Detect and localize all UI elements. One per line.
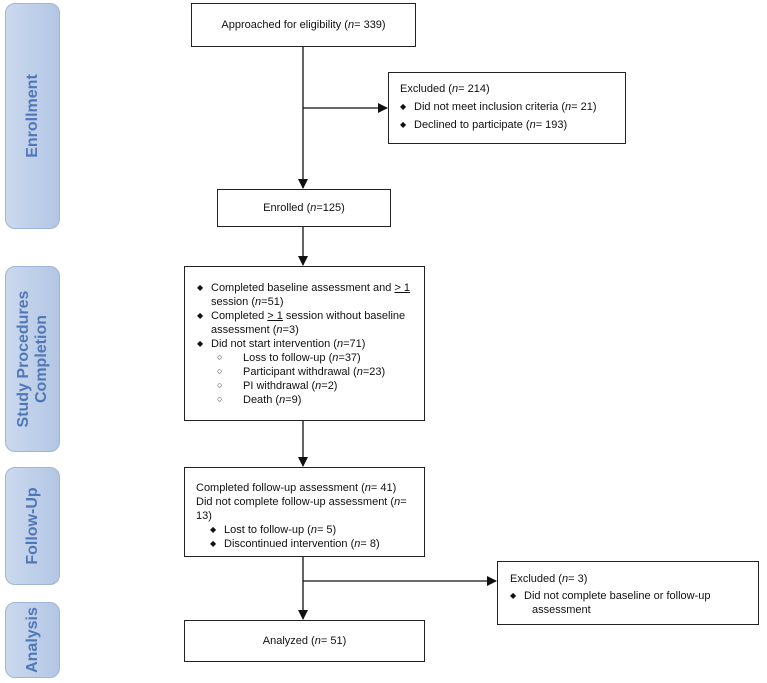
excluded-analysis-item: Did not complete baseline or follow-up xyxy=(510,589,758,603)
approached-box: Approached for eligibility (n= 339) xyxy=(191,3,416,47)
excluded-analysis-item-cont: assessment xyxy=(532,604,591,616)
enrolled-box: Enrolled (n=125) xyxy=(217,189,391,227)
approached-text: Approached for eligibility (n= 339) xyxy=(221,19,386,31)
study-sub-pi: PI withdrawal (n=2) xyxy=(197,379,424,393)
study-procedures-label: Study Procedures Completion xyxy=(14,290,50,428)
enrolled-text: Enrolled (n=125) xyxy=(263,202,345,214)
excluded-box: Excluded (n= 214) Did not meet inclusion… xyxy=(388,72,626,144)
study-procedures-section-label: Study Procedures Completion xyxy=(5,266,60,452)
study-item-no-baseline: Completed > 1 session without baseline xyxy=(197,309,424,323)
follow-up-label: Follow-Up xyxy=(23,487,41,565)
study-sub-participant: Participant withdrawal (n=23) xyxy=(197,365,424,379)
analysis-label: Analysis xyxy=(23,607,41,673)
study-item-not-started: Did not start intervention (n=71) xyxy=(197,337,424,351)
study-item-baseline: Completed baseline assessment and > 1 xyxy=(197,281,424,295)
followup-not-completed: Did not complete follow-up assessment (n… xyxy=(196,496,407,508)
study-item-baseline-cont: session (n=51) xyxy=(211,296,284,308)
enrollment-label: Enrollment xyxy=(23,74,41,158)
study-procedures-box: Completed baseline assessment and > 1 se… xyxy=(184,266,425,421)
follow-up-box: Completed follow-up assessment (n= 41) D… xyxy=(184,467,425,557)
followup-item-lost: Lost to follow-up (n= 5) xyxy=(210,523,424,537)
excluded-item-inclusion: Did not meet inclusion criteria (n= 21) xyxy=(400,100,625,114)
excluded-title: Excluded (n= 214) xyxy=(400,83,490,95)
analyzed-text: Analyzed (n= 51) xyxy=(262,635,347,647)
study-sub-loss: Loss to follow-up (n=37) xyxy=(197,351,424,365)
followup-item-discontinued: Discontinued intervention (n= 8) xyxy=(210,537,424,551)
excluded-analysis-title: Excluded (n= 3) xyxy=(510,573,588,585)
study-item-no-baseline-cont: assessment (n=3) xyxy=(211,324,299,336)
study-sub-death: Death (n=9) xyxy=(197,393,424,407)
enrollment-section-label: Enrollment xyxy=(5,3,60,229)
excluded-item-declined: Declined to participate (n= 193) xyxy=(400,118,625,132)
analysis-section-label: Analysis xyxy=(5,602,60,678)
followup-not-completed-cont: 13) xyxy=(196,510,212,522)
analyzed-box: Analyzed (n= 51) xyxy=(184,620,425,662)
excluded-analysis-box: Excluded (n= 3) Did not complete baselin… xyxy=(497,561,759,625)
follow-up-section-label: Follow-Up xyxy=(5,467,60,585)
followup-completed: Completed follow-up assessment (n= 41) xyxy=(196,482,397,494)
